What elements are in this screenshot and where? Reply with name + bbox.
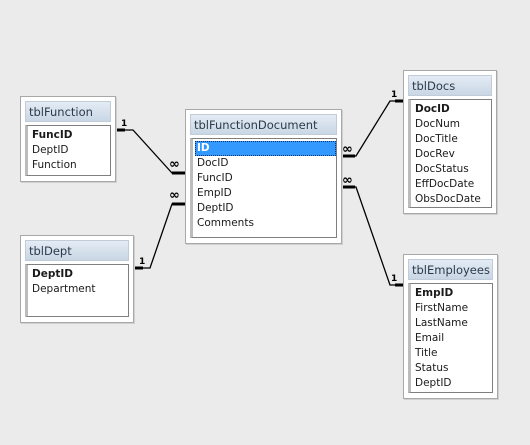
- table-title[interactable]: tblDocs: [408, 75, 492, 96]
- field-lastname[interactable]: LastName: [415, 317, 468, 329]
- field-list[interactable]: DocID DocNum DocTitle DocRev DocStatus E…: [408, 99, 492, 208]
- field-deptid[interactable]: DeptID: [415, 377, 452, 389]
- table-tblemployees[interactable]: tblEmployees EmpID FirstName LastName Em…: [403, 254, 498, 399]
- field-title[interactable]: Title: [415, 347, 438, 359]
- field-deptid[interactable]: DeptID: [197, 202, 234, 214]
- field-email[interactable]: Email: [415, 332, 445, 344]
- field-doctitle[interactable]: DocTitle: [415, 133, 458, 145]
- cardinality-many-function: ∞: [169, 157, 180, 172]
- field-docrev[interactable]: DocRev: [415, 148, 455, 160]
- table-tbldocs[interactable]: tblDocs DocID DocNum DocTitle DocRev Doc…: [403, 70, 497, 214]
- field-empid[interactable]: EmpID: [415, 287, 454, 299]
- field-docstatus[interactable]: DocStatus: [415, 163, 469, 175]
- cardinality-one-dept: 1: [139, 257, 146, 267]
- field-obsdocdate[interactable]: ObsDocDate: [415, 193, 481, 205]
- field-docnum[interactable]: DocNum: [415, 118, 461, 130]
- cardinality-one-employees: 1: [391, 274, 398, 284]
- field-comments[interactable]: Comments: [197, 217, 254, 229]
- field-list[interactable]: DeptID Department: [25, 264, 129, 317]
- table-tblfunction[interactable]: tblFunction FuncID DeptID Function: [20, 96, 116, 182]
- field-status[interactable]: Status: [415, 362, 449, 374]
- field-list[interactable]: ID DocID FuncID EmpID DeptID Comments: [190, 138, 337, 238]
- field-effdocdate[interactable]: EffDocDate: [415, 178, 475, 190]
- field-firstname[interactable]: FirstName: [415, 302, 469, 314]
- table-title[interactable]: tblFunctionDocument: [190, 114, 337, 135]
- cardinality-one-docs: 1: [391, 90, 398, 100]
- field-list[interactable]: EmpID FirstName LastName Email Title Sta…: [408, 283, 493, 393]
- field-funcid[interactable]: FuncID: [32, 129, 73, 141]
- table-title[interactable]: tblEmployees: [408, 259, 493, 280]
- table-tblfunctiondocument[interactable]: tblFunctionDocument ID DocID FuncID EmpI…: [185, 109, 342, 244]
- field-deptid[interactable]: DeptID: [32, 268, 73, 280]
- field-docid[interactable]: DocID: [415, 103, 450, 115]
- field-function[interactable]: Function: [32, 159, 77, 171]
- field-empid[interactable]: EmpID: [197, 187, 232, 199]
- field-list[interactable]: FuncID DeptID Function: [25, 125, 111, 176]
- table-title[interactable]: tblFunction: [25, 101, 111, 122]
- field-deptid[interactable]: DeptID: [32, 144, 69, 156]
- cardinality-many-docs: ∞: [342, 142, 353, 157]
- field-department[interactable]: Department: [32, 283, 96, 295]
- field-funcid[interactable]: FuncID: [197, 172, 233, 184]
- table-tbldept[interactable]: tblDept DeptID Department: [20, 235, 134, 323]
- field-id[interactable]: ID: [195, 141, 336, 156]
- relationship-line-employees: [341, 186, 405, 286]
- cardinality-many-dept: ∞: [169, 188, 180, 203]
- cardinality-one-function: 1: [121, 119, 128, 129]
- cardinality-many-employees: ∞: [342, 173, 353, 188]
- field-docid[interactable]: DocID: [197, 157, 229, 169]
- table-title[interactable]: tblDept: [25, 240, 129, 261]
